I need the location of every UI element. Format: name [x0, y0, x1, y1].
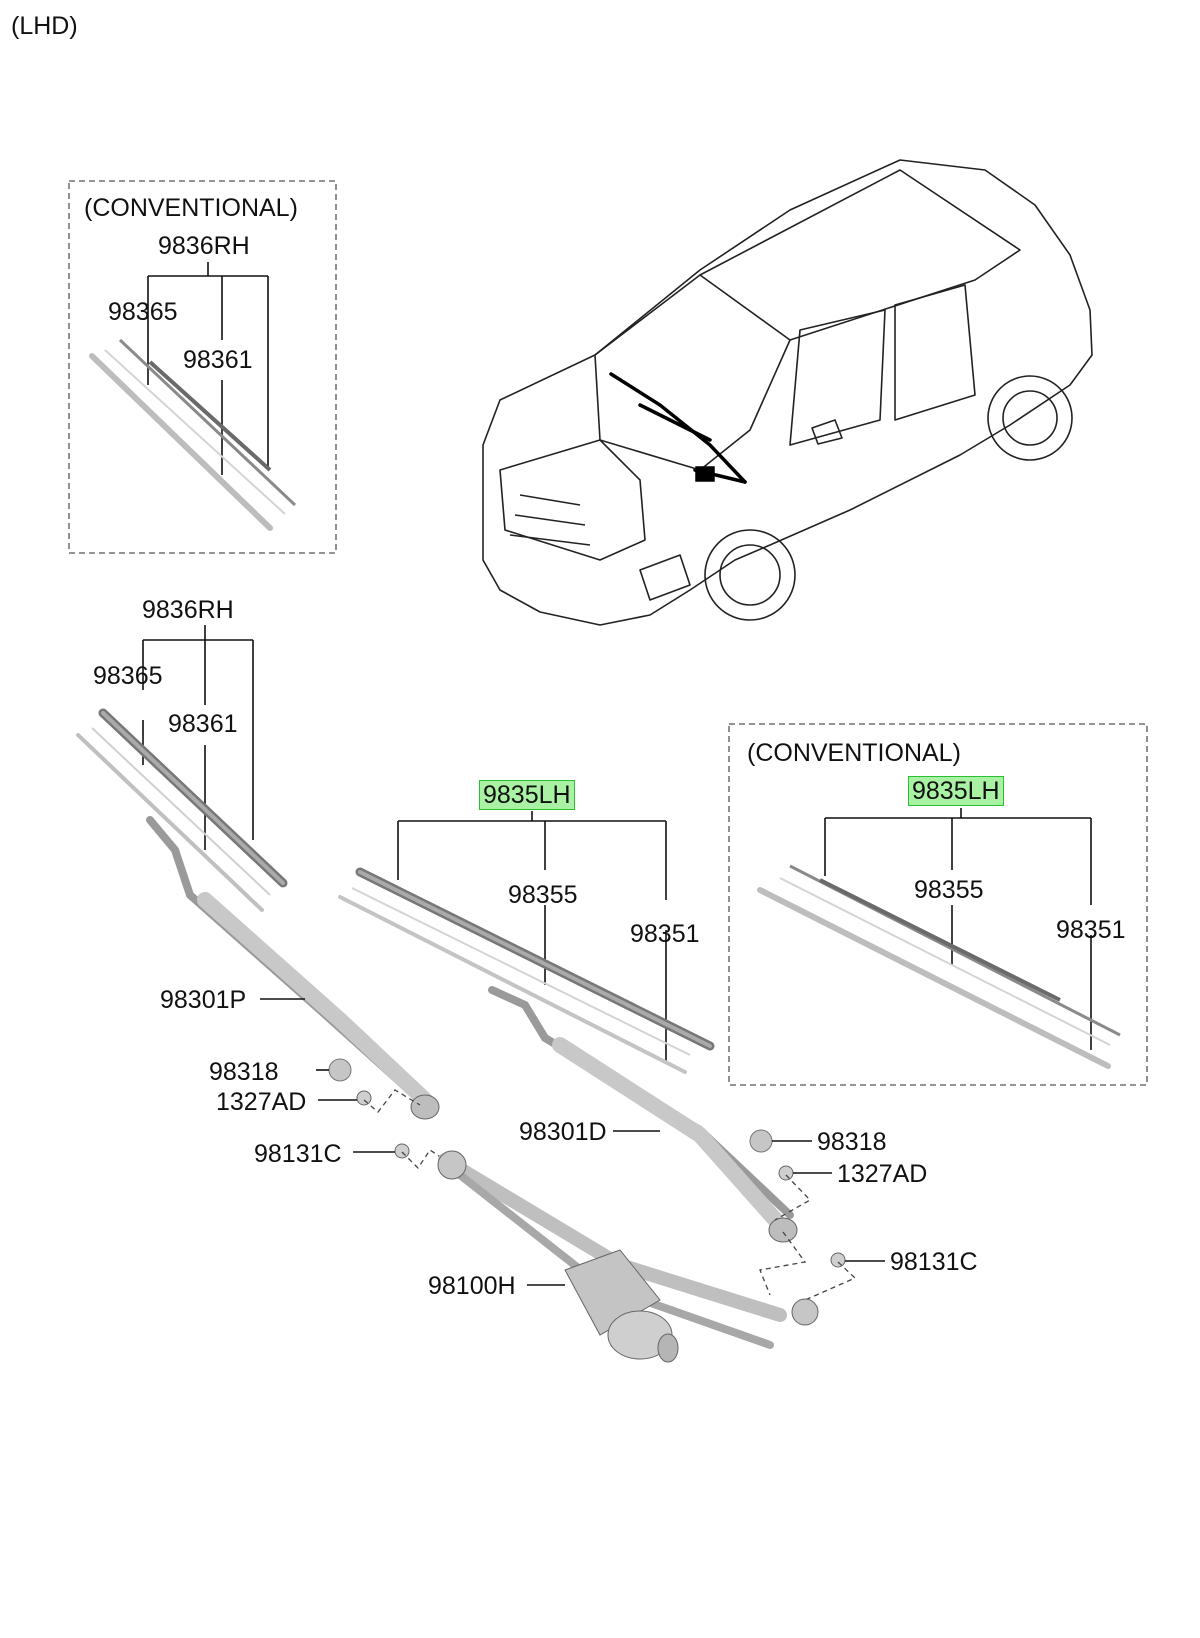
inset-rh-part-a[interactable]: 98365 — [108, 298, 178, 326]
main-rh-leaders — [142, 625, 254, 850]
main-lh-blade — [338, 867, 715, 1074]
passenger-wiper-arm — [146, 816, 440, 1120]
main-lh-part-a[interactable]: 98355 — [508, 881, 578, 909]
inset-rh-frame — [68, 180, 337, 554]
inset-lh-part-b[interactable]: 98351 — [1056, 916, 1126, 944]
arm-driver-number[interactable]: 98301D — [519, 1118, 607, 1146]
driver-wiper-arm — [488, 986, 798, 1243]
vehicle-wiper-location — [609, 372, 747, 484]
assembly-guides — [363, 1089, 857, 1301]
arm-passenger-number[interactable]: 98301P — [160, 986, 247, 1014]
cap-right-number[interactable]: 98318 — [817, 1128, 887, 1156]
inset-rh-part-b[interactable]: 98361 — [183, 346, 253, 374]
main-rh-part-a[interactable]: 98365 — [93, 662, 163, 690]
main-rh-assembly-number[interactable]: 9836RH — [142, 596, 234, 624]
bolt-left-number[interactable]: 98131C — [254, 1140, 342, 1168]
nut-right-number[interactable]: 1327AD — [837, 1160, 928, 1188]
main-lh-part-b[interactable]: 98351 — [630, 920, 700, 948]
inset-rh-assembly-number[interactable]: 9836RH — [158, 232, 250, 260]
cap-left-number[interactable]: 98318 — [209, 1058, 279, 1086]
wiper-linkage-motor — [437, 1150, 819, 1363]
inset-rh-caption: (CONVENTIONAL) — [84, 194, 298, 222]
inset-lh-caption: (CONVENTIONAL) — [747, 739, 961, 767]
main-rh-part-b[interactable]: 98361 — [168, 710, 238, 738]
main-lh-assembly-number[interactable]: 9835LH — [479, 780, 575, 810]
small-fasteners — [316, 1058, 885, 1268]
main-lh-leaders — [397, 811, 667, 1062]
inset-lh-assembly-number[interactable]: 9835LH — [908, 776, 1004, 806]
motor-linkage-number[interactable]: 98100H — [428, 1272, 516, 1300]
inset-lh-leaders — [824, 808, 1092, 1050]
inset-lh-part-a[interactable]: 98355 — [914, 876, 984, 904]
bolt-right-number[interactable]: 98131C — [890, 1248, 978, 1276]
variant-label: (LHD) — [11, 12, 78, 40]
vehicle-illustration — [482, 159, 1093, 626]
inset-lh-blade — [757, 864, 1121, 1069]
inset-rh-blade — [89, 338, 297, 531]
main-rh-blade — [76, 708, 288, 912]
nut-left-number[interactable]: 1327AD — [216, 1088, 307, 1116]
